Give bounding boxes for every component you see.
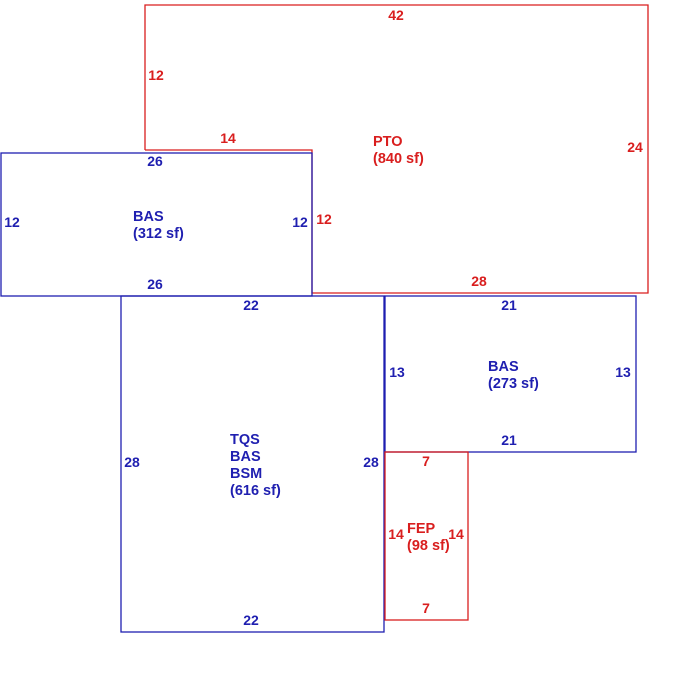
tqs-bas-bsm-outline xyxy=(120,295,385,633)
tqs-label-area: (616 sf) xyxy=(230,483,281,499)
pto-outline xyxy=(144,4,649,294)
fep-dim-top: 7 xyxy=(422,453,430,469)
pto-label-area: (840 sf) xyxy=(373,151,424,167)
tqs-dim-top: 22 xyxy=(243,297,259,313)
fep-dim-bottom: 7 xyxy=(422,600,430,616)
tqs-dim-right: 28 xyxy=(363,454,379,470)
pto-dim-step-side: 12 xyxy=(316,211,332,227)
fep-outline xyxy=(384,451,469,621)
bas-upper-left-dim-right: 12 xyxy=(292,214,308,230)
fep-label-code: FEP xyxy=(407,521,436,537)
bas-right-outline xyxy=(384,295,637,453)
fep-label-area: (98 sf) xyxy=(407,538,450,554)
bas-right-dim-right: 13 xyxy=(615,364,631,380)
bas-right-dim-top: 21 xyxy=(501,297,517,313)
bas-right-label-code: BAS xyxy=(488,359,519,375)
pto-dim-left-upper: 12 xyxy=(148,67,164,83)
bas-right-dim-bottom: 21 xyxy=(501,432,517,448)
tqs-label-line-1: TQS xyxy=(230,432,260,448)
bas-upper-left-dim-bottom: 26 xyxy=(147,276,163,292)
tqs-dim-left: 28 xyxy=(124,454,140,470)
bas-upper-left-dim-left: 12 xyxy=(4,214,20,230)
pto-label-code: PTO xyxy=(373,134,403,150)
tqs-label-line-2: BAS xyxy=(230,449,261,465)
pto-dim-right: 24 xyxy=(627,139,643,155)
fep-dim-right: 14 xyxy=(448,526,464,542)
bas-right-label-area: (273 sf) xyxy=(488,376,539,392)
bas-right-dim-left: 13 xyxy=(389,364,405,380)
fep-dim-left: 14 xyxy=(388,526,404,542)
pto-dim-step-top: 14 xyxy=(220,130,236,146)
bas-upper-left-label-code: BAS xyxy=(133,209,164,225)
bas-upper-left-dim-top: 26 xyxy=(147,153,163,169)
pto-dim-top: 42 xyxy=(388,7,404,23)
pto-dim-bottom: 28 xyxy=(471,273,487,289)
tqs-dim-bottom: 22 xyxy=(243,612,259,628)
bas-upper-left-label-area: (312 sf) xyxy=(133,226,184,242)
tqs-label-line-3: BSM xyxy=(230,466,262,482)
